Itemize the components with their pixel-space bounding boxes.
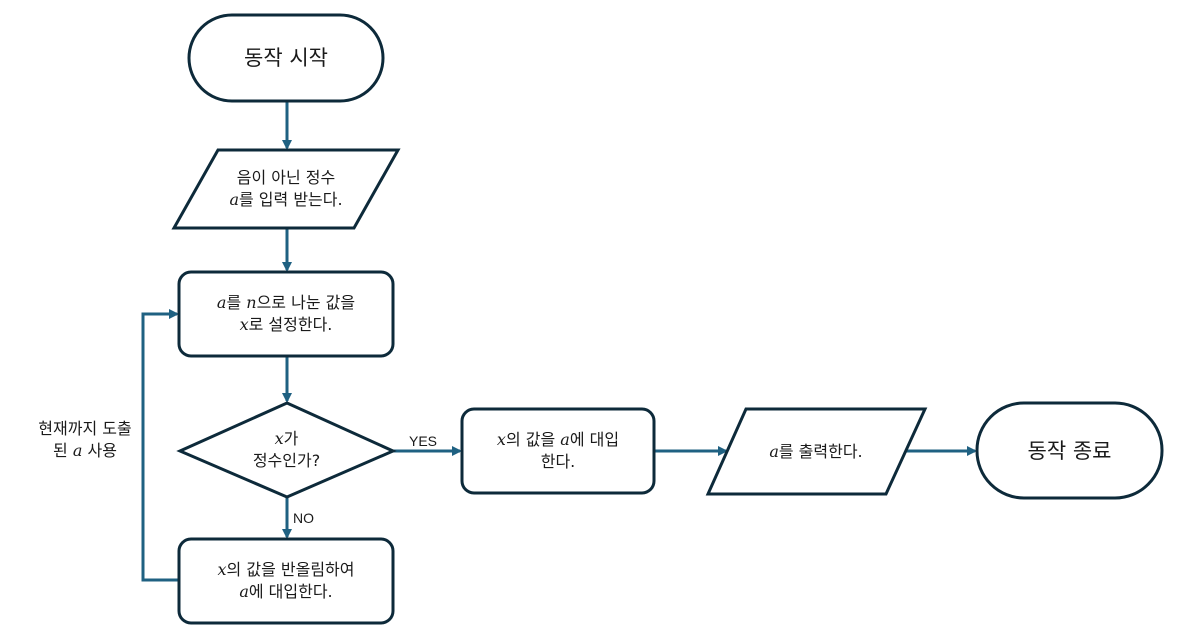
var-a: a (769, 441, 779, 461)
node-start: 동작 시작 (189, 15, 383, 101)
node-assign: x의 값을 a에 대입 한다. (462, 409, 654, 493)
node-output: a를 출력한다. (727, 409, 905, 494)
divide-process-shape (177, 270, 395, 358)
node-check: x가 정수인가? (180, 403, 393, 497)
assign-line-2: 한다. (540, 452, 576, 471)
divide-line-1: a를 n으로 나눈 값을 (216, 293, 356, 312)
node-round: x의 값을 반올림하여 a에 대입한다. (179, 539, 393, 623)
check-decision-shape (176, 401, 397, 499)
var-a: a (239, 582, 249, 601)
node-divide: a를 n으로 나눈 값을 x로 설정한다. (179, 272, 393, 356)
var-x: x (239, 315, 249, 334)
var-a: a (229, 190, 239, 209)
divide-line-2: x로 설정한다. (239, 315, 333, 334)
loop-note-line-1: 현재까지 도출 (38, 419, 132, 438)
edge-label-yes: YES (409, 433, 438, 449)
loop-note-line-2: 된 a 사용 (53, 441, 117, 460)
round-process-shape (177, 537, 395, 625)
assign-line-1: x의 값을 a에 대입 (496, 430, 620, 449)
edge-label-no: NO (293, 510, 314, 526)
check-line-1: x가 (274, 429, 299, 448)
end-terminal-shape (975, 401, 1164, 500)
node-end: 동작 종료 (977, 403, 1162, 498)
var-a: a (216, 293, 227, 312)
end-label: 동작 종료 (1027, 438, 1112, 463)
loop-note: 현재까지 도출 된 a 사용 (20, 418, 150, 462)
var-x: x (274, 429, 284, 448)
node-input: 음이 아닌 정수 a를 입력 받는다. (190, 150, 382, 228)
var-x: x (496, 430, 506, 449)
round-line-2: a에 대입한다. (239, 582, 333, 601)
edge-round-divide-loop (141, 309, 179, 582)
output-line-1: a를 출력한다. (769, 441, 863, 461)
start-terminal-shape (187, 13, 385, 103)
var-a: a (560, 430, 570, 449)
var-x: x (217, 560, 227, 579)
round-line-1: x의 값을 반올림하여 (217, 560, 355, 579)
check-line-2: 정수인가? (252, 451, 321, 470)
output-io-shape (705, 407, 928, 496)
assign-process-shape (460, 407, 656, 495)
input-line-2: a를 입력 받는다. (229, 190, 343, 209)
var-a: a (72, 441, 83, 460)
input-io-shape (171, 148, 401, 230)
start-label: 동작 시작 (244, 46, 328, 70)
var-n: n (246, 293, 257, 312)
input-line-1: 음이 아닌 정수 (236, 168, 336, 187)
